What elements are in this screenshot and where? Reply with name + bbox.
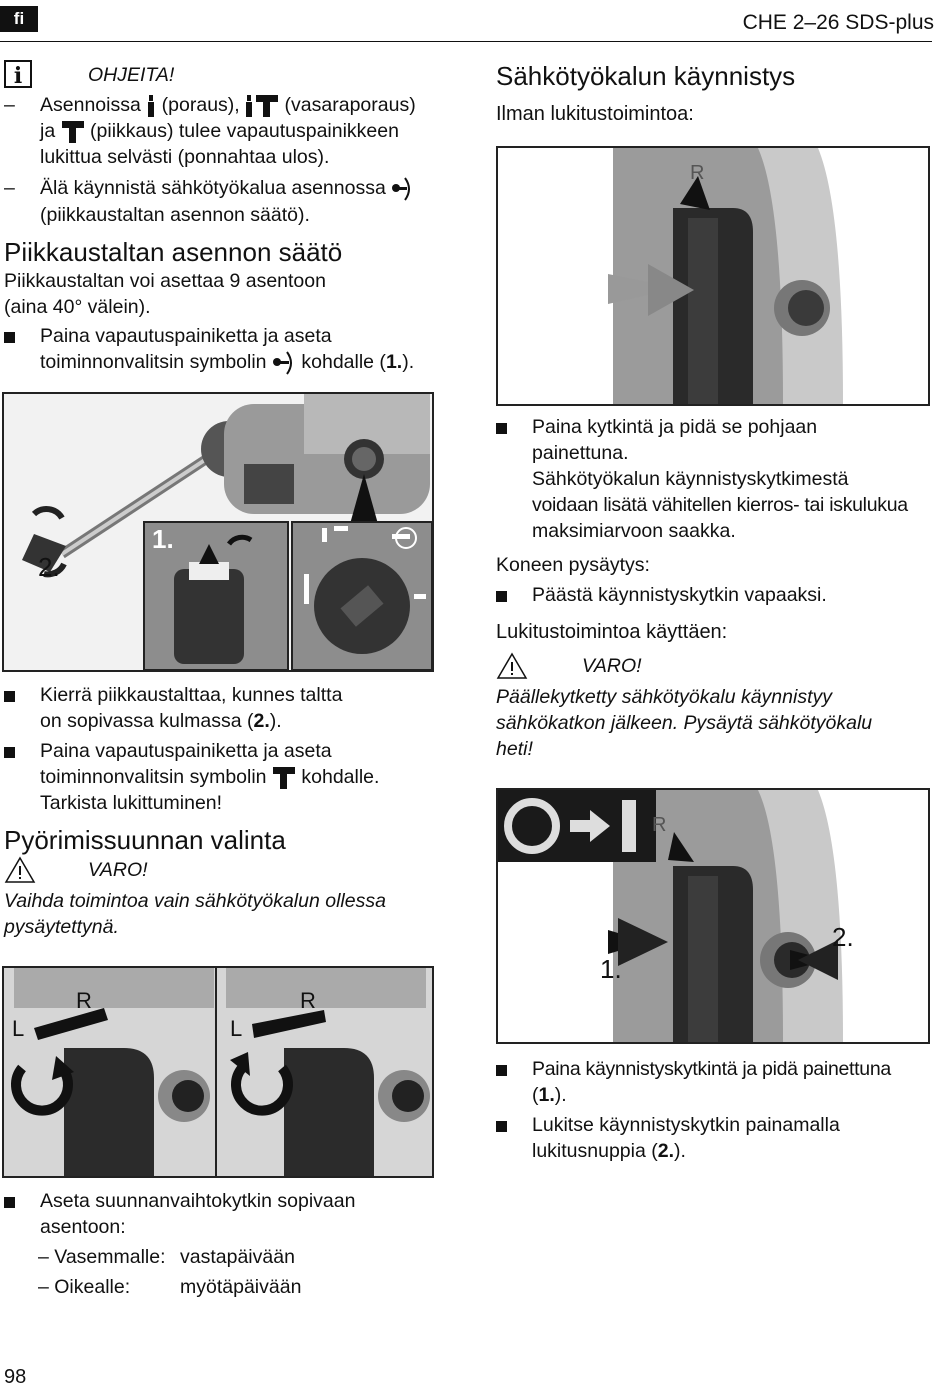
note-text: (poraus), bbox=[161, 94, 240, 116]
paragraph: Piikkaustaltan voi asettaa 9 asentoon (a… bbox=[4, 269, 326, 318]
chisel-adjust-symbol-icon bbox=[392, 177, 411, 201]
warning-header: VARO! bbox=[496, 652, 936, 680]
section-title-chisel: Piikkaustaltan asennon säätö bbox=[4, 236, 343, 267]
dash: – bbox=[38, 1276, 55, 1298]
left-column: i OHJEITA! – Asennoissa (poraus), (vasar… bbox=[4, 60, 444, 376]
bullet bbox=[496, 1065, 507, 1076]
warning-triangle-icon bbox=[4, 856, 36, 883]
warning-triangle-icon bbox=[496, 652, 528, 679]
dash: – bbox=[4, 177, 15, 199]
bullet-item: Päästä käynnistyskytkin vapaaksi. bbox=[496, 582, 936, 608]
note-text: Älä käynnistä sähkötyökalua asennossa bbox=[40, 177, 386, 199]
figure-label-1: 1. bbox=[152, 524, 174, 554]
chisel-symbol-icon bbox=[61, 120, 84, 143]
figure-trigger-press-drawing bbox=[498, 148, 928, 404]
figure-label-1: 1. bbox=[600, 954, 622, 984]
model-name: CHE 2–26 SDS-plus bbox=[742, 11, 934, 34]
bullet bbox=[496, 591, 507, 602]
warning-title: VARO! bbox=[582, 655, 642, 677]
header-rule bbox=[0, 41, 932, 42]
bullet-item: Paina vapautuspainiketta ja aseta toimin… bbox=[4, 323, 444, 376]
bullet bbox=[496, 1121, 507, 1132]
right-column: Sähkötyökalun käynnistys Ilman lukitusto… bbox=[496, 60, 936, 128]
subtitle-with-lock: Lukitustoimintoa käyttäen: bbox=[496, 621, 728, 643]
dash: – bbox=[38, 1246, 55, 1268]
drill-symbol-icon bbox=[148, 94, 155, 117]
left-column-bottom: Aseta suunnanvaihtokytkin sopivaan asent… bbox=[4, 1188, 444, 1300]
warning-title: VARO! bbox=[88, 859, 148, 881]
figure-label-2: 2. bbox=[38, 552, 60, 582]
figure-lock-button-drawing bbox=[498, 790, 928, 1042]
language-badge: fi bbox=[0, 6, 38, 32]
bullet bbox=[496, 423, 507, 434]
note-text: lukittua selvästi (ponnahtaa ulos). bbox=[40, 146, 330, 168]
chisel-adjust-symbol-icon bbox=[272, 351, 292, 375]
hammer-drill-symbol-icon bbox=[246, 94, 279, 117]
bullet bbox=[4, 1197, 15, 1208]
warning-text: Päällekytketty sähkötyökalu käynnistyy s… bbox=[496, 686, 873, 760]
direction-option-left: – Vasemmalle: vastapäivään bbox=[38, 1246, 295, 1268]
bullet-item: Paina vapautuspainiketta ja aseta toimin… bbox=[4, 738, 444, 816]
figure-chisel-adjust: 1. 2. bbox=[2, 392, 434, 672]
subtitle-no-lock: Ilman lukitustoimintoa: bbox=[496, 103, 694, 125]
figure-trigger-press: R bbox=[496, 146, 930, 406]
warning-header: VARO! bbox=[4, 856, 444, 884]
page-number: 98 bbox=[4, 1366, 27, 1388]
left-column-lower: Kierrä piikkaustalttaa, kunnes taltta on… bbox=[4, 682, 444, 940]
bullet bbox=[4, 331, 15, 343]
right-column-mid: Paina kytkintä ja pidä se pohjaan painet… bbox=[496, 414, 936, 762]
note-text: Asennoissa bbox=[40, 94, 141, 116]
info-icon: i bbox=[4, 60, 32, 89]
bullet-item: Kierrä piikkaustalttaa, kunnes taltta on… bbox=[4, 682, 444, 734]
bullet-item: Aseta suunnanvaihtokytkin sopivaan asent… bbox=[4, 1188, 444, 1240]
note-header: i OHJEITA! bbox=[4, 60, 444, 90]
figure-lock-button: R 1. 2. bbox=[496, 788, 930, 1044]
switch-label-right: R bbox=[76, 988, 92, 1013]
note-text: ja bbox=[40, 120, 56, 142]
note-text: (piikkaustaltan asennon säätö). bbox=[40, 203, 310, 226]
chisel-symbol-icon bbox=[272, 766, 295, 789]
switch-label-left: L bbox=[12, 1016, 25, 1041]
figure-direction-switch: L R L R bbox=[2, 966, 434, 1178]
figure-direction-switch-drawing bbox=[4, 968, 432, 1176]
bullet bbox=[4, 691, 15, 702]
bullet-item: Lukitse käynnistyskytkin painamalla luki… bbox=[496, 1112, 936, 1164]
note-item-2: – Älä käynnistä sähkötyökalua asennossa … bbox=[4, 175, 444, 228]
note-text: (piikkaus) tulee vapautuspainikkeen bbox=[90, 120, 399, 142]
note-item-1: – Asennoissa (poraus), (vasaraporaus) ja… bbox=[4, 92, 444, 170]
figure-chisel-adjust-drawing bbox=[4, 394, 432, 670]
bullet bbox=[4, 747, 15, 758]
switch-label-right: R bbox=[652, 814, 667, 836]
right-column-bottom: Paina käynnistyskytkintä ja pidä painett… bbox=[496, 1056, 936, 1164]
note-text: (vasaraporaus) bbox=[284, 94, 416, 116]
switch-label-right: R bbox=[300, 988, 316, 1013]
stop-title: Koneen pysäytys: bbox=[496, 554, 650, 576]
switch-label-right: R bbox=[690, 162, 705, 184]
direction-option-right: – Oikealle: myötäpäivään bbox=[38, 1276, 302, 1298]
bullet-item: Paina kytkintä ja pidä se pohjaan painet… bbox=[496, 414, 936, 544]
bullet-item: Paina käynnistyskytkintä ja pidä painett… bbox=[496, 1056, 936, 1108]
warning-text: Vaihda toimintoa vain sähkötyökalun olle… bbox=[4, 890, 386, 938]
section-title-direction: Pyörimissuunnan valinta bbox=[4, 825, 286, 855]
note-title: OHJEITA! bbox=[88, 64, 175, 86]
dash: – bbox=[4, 94, 15, 116]
section-title-start: Sähkötyökalun käynnistys bbox=[496, 61, 796, 91]
figure-label-2: 2. bbox=[832, 922, 854, 952]
switch-label-left: L bbox=[230, 1016, 243, 1041]
